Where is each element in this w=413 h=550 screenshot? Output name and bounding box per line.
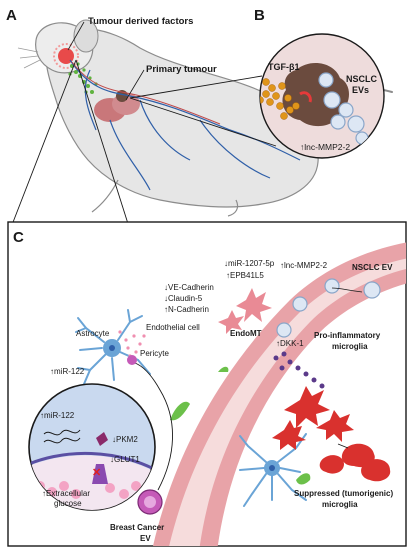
endothelial-cell-label: Endothelial cell	[146, 323, 200, 332]
tgf-beta-beads	[260, 78, 300, 120]
pkm2-protein	[96, 432, 108, 446]
breast-cancer-ev-label-line2: EV	[140, 534, 151, 543]
nsclc-ev-label: NSCLC EV	[352, 263, 393, 272]
extracellular-label-line2: glucose	[54, 499, 82, 508]
panel-b: B TGF-β1 NSCLC EVs	[254, 7, 385, 159]
inset-mir122-label: ↑miR-122	[40, 411, 75, 420]
proinflammatory-label-line1: Pro-inflammatory	[314, 331, 381, 340]
tumour-red-core	[299, 91, 312, 103]
panel-a-letter: A	[6, 7, 17, 24]
mir122-label: ↑miR-122	[50, 367, 85, 376]
proinflammatory-microglia	[272, 386, 354, 450]
astrocyte-cell-2	[239, 433, 307, 507]
inset-mirna-strand-2	[43, 437, 81, 444]
nsclc-evs-in-vessel	[276, 278, 381, 338]
tumour-factors-pointer	[67, 21, 85, 51]
mouse-front-leg	[91, 179, 119, 213]
mouse-hind-leg	[227, 199, 239, 217]
endomt-label: EndoMT	[230, 329, 262, 338]
blood-vessel-lumen	[169, 258, 406, 546]
suppressed-label-line2: microglia	[322, 500, 358, 509]
mir-122-particles	[118, 330, 146, 358]
ev-path-arrow	[331, 287, 363, 293]
nsclc-evs-label-line1: NSCLC	[346, 74, 377, 84]
ve-cadherin-label: ↓VE-Cadherin	[164, 283, 214, 292]
zoom-line-c-right	[75, 59, 131, 231]
tgf-beta-label: TGF-β1	[268, 62, 300, 72]
inhibition-cross: ✕	[92, 467, 101, 479]
nsclc-evs-label-line2: EVs	[352, 85, 369, 95]
breast-cancer-ev-label-line1: Breast Cancer	[110, 523, 164, 532]
breast-cancer-ev	[137, 489, 163, 515]
primary-tumour-label: Primary tumour	[146, 64, 217, 75]
lnc-mmp2-label: ↑lnc-MMP2-2	[300, 142, 350, 152]
zoom-line-c-left	[9, 59, 77, 231]
breast-ev-small	[127, 355, 137, 365]
proinflammatory-label-line2: microglia	[332, 342, 368, 351]
mouse-vessels	[69, 59, 301, 191]
suppressed-label-line1: Suppressed (tumorigenic)	[294, 489, 393, 498]
mir1207-label: ↓miR-1207-5p	[224, 259, 275, 268]
astrocyte-label: Astrocyte	[76, 329, 110, 338]
glut1-transporter	[92, 464, 108, 484]
mouse-body	[45, 27, 319, 208]
brain-tumour-halo	[53, 43, 79, 69]
lnc-mmp2-c-label: ↑lnc-MMP2-2	[280, 261, 328, 270]
dkk1-label: ↑DKK-1	[276, 339, 304, 348]
dkk1-beads	[273, 351, 325, 389]
zoom-line-b-top	[129, 75, 263, 99]
glut1-label: ↓GLUT1	[110, 455, 140, 464]
mouse-whiskers	[17, 47, 41, 69]
endomt-cells	[218, 288, 272, 334]
epb41l5-label: ↑EPB41L5	[226, 271, 264, 280]
extracellular-label-line1: ↑Extracellular	[42, 489, 90, 498]
pericyte-patches	[170, 366, 311, 485]
breast-ev-path	[131, 361, 173, 491]
panel-c: C	[7, 221, 407, 547]
claudin5-label: ↓Claudin-5	[164, 294, 203, 303]
astrocyte-cell	[75, 309, 151, 385]
suppressed-microglia	[319, 443, 391, 482]
pericyte-label: Pericyte	[140, 349, 169, 358]
tumour-factors-label: Tumour derived factors	[88, 16, 193, 27]
microglia-transition-arrow	[337, 443, 349, 449]
mouse-ear	[73, 19, 99, 53]
panel-c-letter: C	[13, 229, 24, 246]
primary-tumour-pointer	[125, 69, 145, 101]
panel-b-letter: B	[254, 7, 265, 24]
ncadherin-label: ↑N-Cadherin	[164, 305, 209, 314]
inset-mirna-strand	[43, 429, 81, 436]
zoom-line-b-bottom	[129, 97, 277, 147]
pkm2-label: ↓PKM2	[112, 435, 138, 444]
